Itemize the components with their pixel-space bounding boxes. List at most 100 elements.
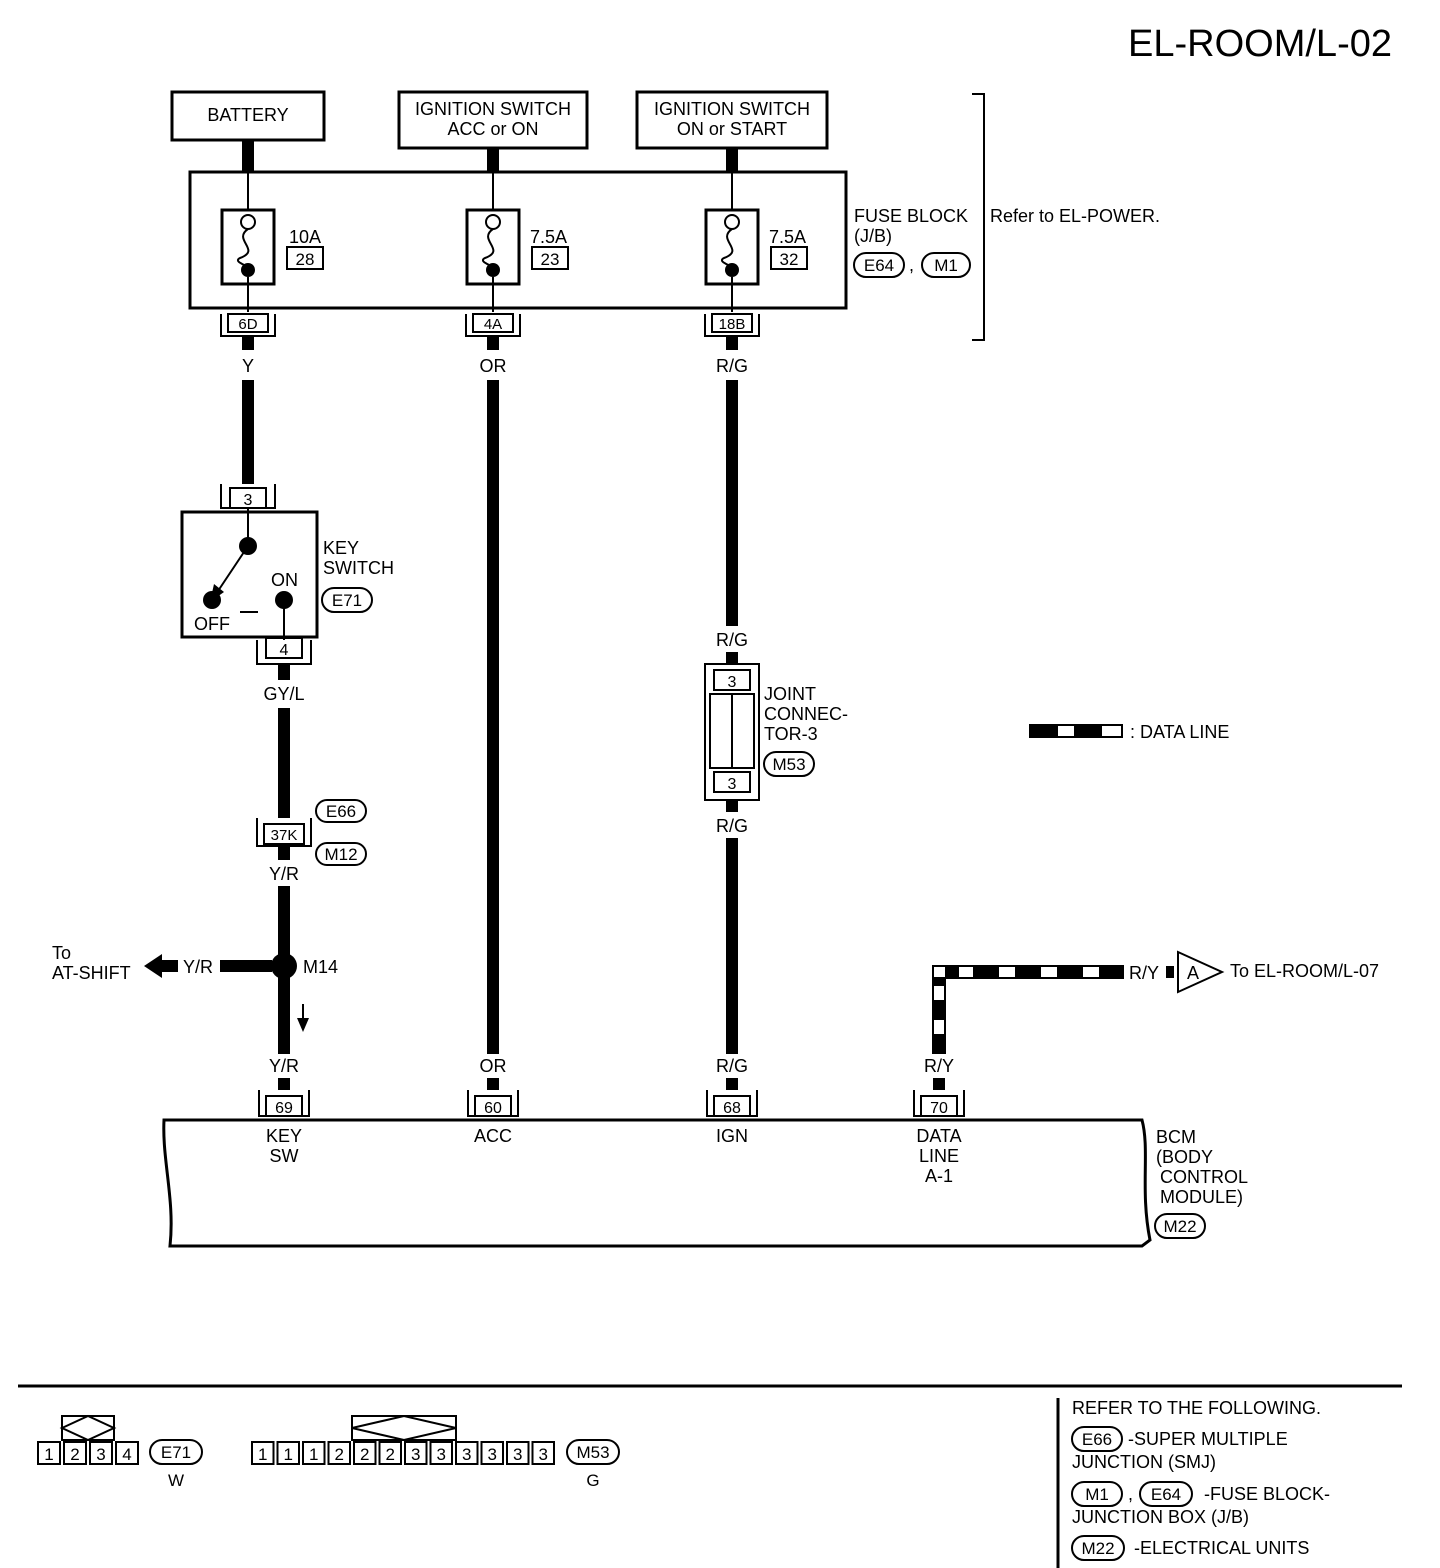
m53-cavity-label: 2 bbox=[360, 1445, 369, 1464]
wire-label-yr-1: Y/R bbox=[269, 864, 299, 884]
e71-cavity bbox=[115, 1441, 139, 1465]
current-flow-arrow-icon bbox=[297, 1018, 309, 1032]
m53-cavity bbox=[429, 1441, 453, 1465]
fuse-28: 10A 28 bbox=[220, 172, 324, 312]
bcm-pin-70-name-3: A-1 bbox=[925, 1166, 953, 1186]
ref-a-arrow-icon bbox=[1177, 950, 1225, 994]
m53-cavity-label: 1 bbox=[309, 1445, 318, 1464]
m1-connector-badge bbox=[921, 252, 971, 278]
data-line-wire bbox=[932, 965, 1124, 1057]
m53-connector-label: M53 bbox=[772, 755, 805, 774]
fuse-block-label-2: (J/B) bbox=[854, 226, 892, 246]
bcm-label-2: (BODY bbox=[1156, 1147, 1213, 1167]
bcm-pin-68-name: IGN bbox=[716, 1126, 748, 1146]
fuse-block-bracket bbox=[972, 93, 985, 341]
ref-e64: E64 bbox=[1151, 1485, 1181, 1504]
joint-connector-3: 3 3 bbox=[704, 663, 760, 801]
m22-connector-badge bbox=[1154, 1213, 1206, 1239]
key-switch-terminal-3: 3 bbox=[244, 492, 253, 509]
off-contact bbox=[203, 591, 221, 609]
m53-cavity-label: 2 bbox=[386, 1445, 395, 1464]
e71-cavity-label: 4 bbox=[122, 1445, 131, 1464]
e71-cavity-label: 2 bbox=[70, 1445, 79, 1464]
key-switch-label-2: SWITCH bbox=[323, 558, 394, 578]
key-switch-label-1: KEY bbox=[323, 538, 359, 558]
bcm-label-1: BCM bbox=[1156, 1127, 1196, 1147]
m53-view-connector: M53 bbox=[576, 1443, 609, 1462]
bcm-pin-69-name-1: KEY bbox=[266, 1126, 302, 1146]
e71-cavity-label: 1 bbox=[44, 1445, 53, 1464]
ref-m1-text-1: -FUSE BLOCK- bbox=[1204, 1484, 1330, 1504]
ignition-on-label-2: ON or START bbox=[677, 119, 787, 139]
terminal-4a: 4A bbox=[465, 313, 521, 337]
m53-cavity bbox=[302, 1441, 326, 1465]
bcm-pin-60: 60 ACC bbox=[467, 1090, 519, 1146]
joint-connector-term-bottom: 3 bbox=[728, 776, 737, 793]
m53-cavity bbox=[353, 1441, 377, 1465]
e64-connector-badge bbox=[853, 252, 905, 278]
fuse-23: 7.5A 23 bbox=[465, 172, 569, 312]
e71-cavity bbox=[63, 1441, 87, 1465]
m1-connector-label: M1 bbox=[934, 256, 958, 275]
bcm-pin-69-number: 69 bbox=[275, 1100, 293, 1117]
fuse-32: 7.5A 32 bbox=[704, 172, 808, 312]
terminal-18b: 18B bbox=[704, 313, 760, 337]
wire-label-yr-2b: Y/R bbox=[269, 1056, 299, 1076]
m53-cavity-label: 3 bbox=[437, 1445, 446, 1464]
bcm-pin-69: 69 KEY SW bbox=[258, 1090, 310, 1166]
fuse-28-number: 28 bbox=[296, 250, 315, 269]
at-shift-to: To bbox=[52, 943, 71, 963]
m53-cavity bbox=[251, 1441, 275, 1465]
fuse-23-amp: 7.5A bbox=[530, 227, 567, 247]
ref-a-letter: A bbox=[1187, 963, 1199, 983]
key-switch-off-label: OFF bbox=[194, 614, 230, 634]
bcm-pin-68-number: 68 bbox=[723, 1100, 741, 1117]
joint-connector-term-top: 3 bbox=[728, 674, 737, 691]
fuse-23-number: 23 bbox=[541, 250, 560, 269]
wire-label-rg-bottom-b: R/G bbox=[716, 1056, 748, 1076]
m53-cavity bbox=[404, 1441, 428, 1465]
ref-m1: M1 bbox=[1085, 1485, 1109, 1504]
m53-cavity-label: 3 bbox=[462, 1445, 471, 1464]
m53-cavity bbox=[378, 1441, 402, 1465]
wire-label-rg-top: R/G bbox=[716, 356, 748, 376]
bcm-pin-60-number: 60 bbox=[484, 1100, 502, 1117]
at-shift-destination: AT-SHIFT bbox=[52, 963, 131, 983]
e71-connector-label: E71 bbox=[332, 591, 362, 610]
ref-m1-text-2: JUNCTION BOX (J/B) bbox=[1072, 1507, 1249, 1527]
bcm-pin-68: 68 IGN bbox=[706, 1090, 758, 1146]
m53-cavity-label: 3 bbox=[539, 1445, 548, 1464]
e71-cavity bbox=[89, 1441, 113, 1465]
m53-cavity bbox=[531, 1441, 555, 1465]
m53-cavity bbox=[480, 1441, 504, 1465]
bcm-pin-60-name: ACC bbox=[474, 1126, 512, 1146]
m12-connector-label: M12 bbox=[324, 845, 357, 864]
bcm-module bbox=[162, 1118, 1152, 1248]
terminal-4a-label: 4A bbox=[484, 316, 502, 333]
wire-label-ry-bottom-b: R/Y bbox=[924, 1056, 954, 1076]
bcm-pin-70-number: 70 bbox=[930, 1100, 948, 1117]
wire-label-y: Y bbox=[242, 356, 254, 376]
ignition-acc-label-1: IGNITION SWITCH bbox=[415, 99, 571, 119]
ref-e66: E66 bbox=[1082, 1430, 1112, 1449]
battery-source: BATTERY bbox=[170, 90, 326, 142]
m53-cavity-label: 3 bbox=[488, 1445, 497, 1464]
e66-connector-label: E66 bbox=[326, 802, 356, 821]
m53-cavity bbox=[506, 1441, 530, 1465]
fuse-block-label-1: FUSE BLOCK bbox=[854, 206, 968, 226]
wire-label-or-bottom-b: OR bbox=[480, 1056, 507, 1076]
m53-cavity-label: 2 bbox=[335, 1445, 344, 1464]
m22-connector-label: M22 bbox=[1163, 1217, 1196, 1236]
e71-cavity-label: 3 bbox=[96, 1445, 105, 1464]
wire-label-rg-3: R/G bbox=[716, 816, 748, 836]
fuse-32-amp: 7.5A bbox=[769, 227, 806, 247]
bcm-label-3: CONTROL bbox=[1160, 1167, 1248, 1187]
terminal-6d: 6D bbox=[220, 313, 276, 337]
key-switch-terminal-4: 4 bbox=[280, 642, 289, 659]
splice-m14 bbox=[271, 953, 297, 979]
smj-37k-label: 37K bbox=[271, 827, 298, 844]
